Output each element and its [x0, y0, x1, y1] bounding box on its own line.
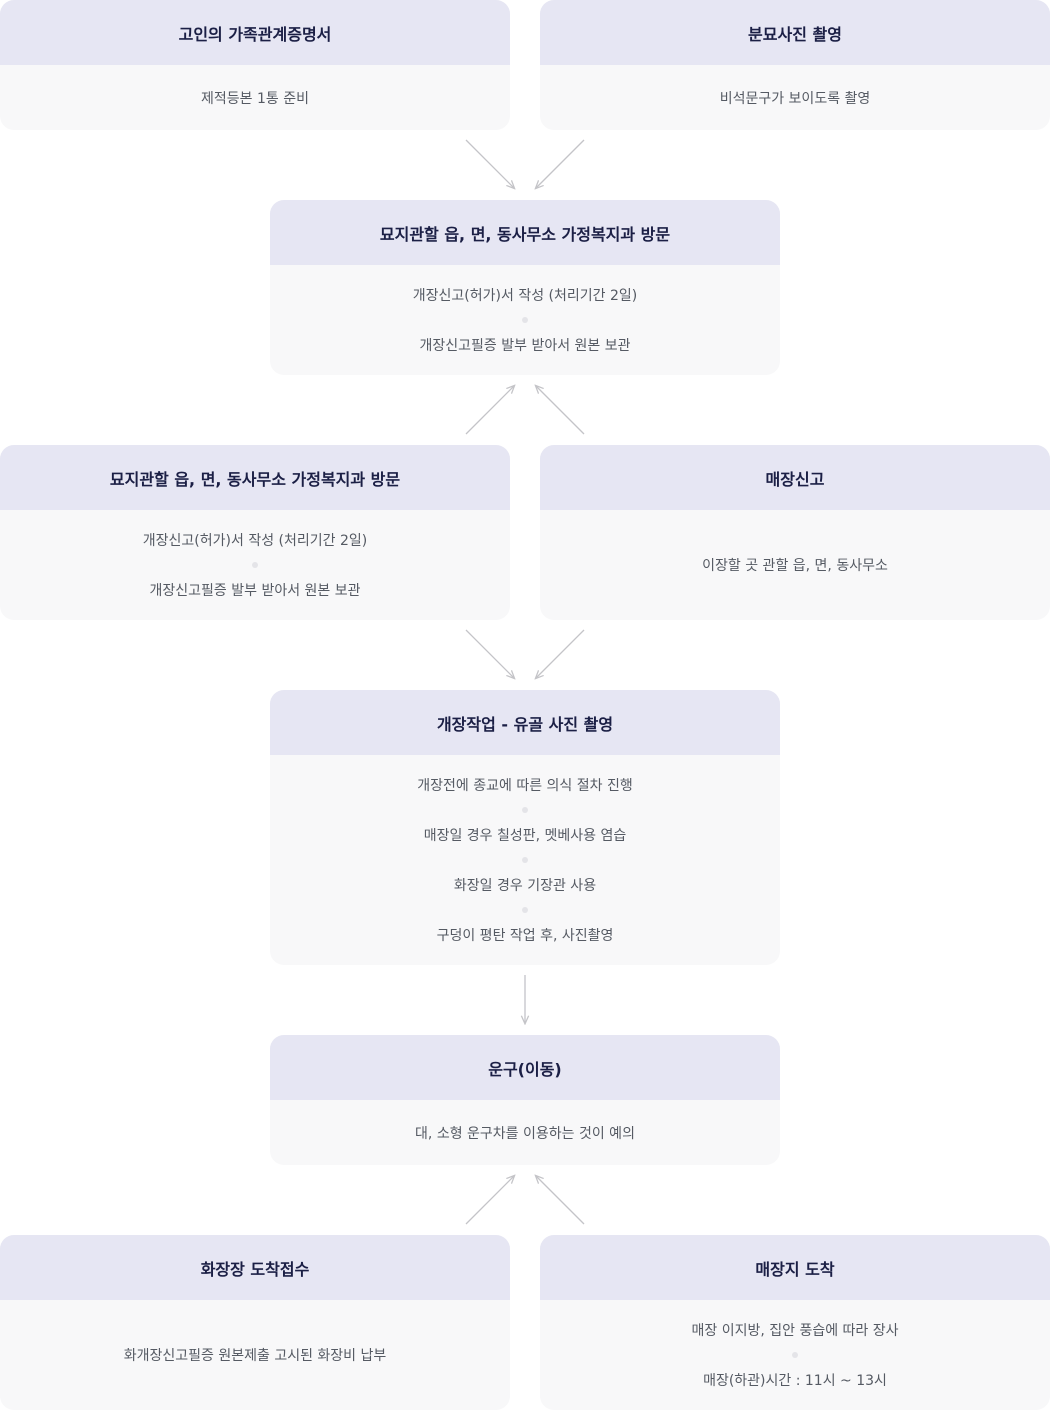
step-crematorium-card: 화장장 도착접수 화개장신고필증 원본제출 고시된 화장비 납부 [0, 1235, 510, 1410]
step-line: 매장일 경우 칠성판, 멧베사용 염습 [423, 828, 627, 844]
separator-dot [522, 807, 528, 813]
arrow-burialsite-to-transport [536, 1176, 585, 1225]
step-line: 개장신고(허가)서 작성 (처리기간 2일) [142, 533, 368, 549]
step-grave-photo-card: 분묘사진 촬영 비석문구가 보이도록 촬영 [540, 0, 1050, 130]
arrow-family-to-office [465, 139, 514, 188]
step-body: 화개장신고필증 원본제출 고시된 화장비 납부 [0, 1300, 510, 1410]
arrow-photo-to-office [536, 139, 585, 188]
step-title: 운구(이동) [270, 1035, 780, 1100]
step-line: 개장신고필증 발부 받아서 원본 보관 [419, 338, 631, 354]
step-title: 분묘사진 촬영 [540, 0, 1050, 65]
step-burial-site-card: 매장지 도착 매장 이지방, 집안 풍습에 따라 장사 매장(하관)시간 : 1… [540, 1235, 1050, 1410]
step-title: 개장작업 - 유골 사진 촬영 [270, 690, 780, 755]
arrow-report-to-office1 [536, 386, 585, 435]
separator-dot [522, 857, 528, 863]
line-separator [522, 850, 528, 870]
line-separator [792, 1345, 798, 1365]
step-line: 화장일 경우 기장관 사용 [453, 878, 597, 894]
step-line: 매장(하관)시간 : 11시 ~ 13시 [703, 1373, 887, 1389]
arrow-office2-to-exhumation [465, 629, 514, 678]
line-separator [522, 310, 528, 330]
step-exhumation-card: 개장작업 - 유골 사진 촬영 개장전에 종교에 따른 의식 절차 진행 매장일… [270, 690, 780, 965]
step-body: 개장신고(허가)서 작성 (처리기간 2일) 개장신고필증 발부 받아서 원본 … [270, 265, 780, 375]
step-body: 제적등본 1통 준비 [0, 65, 510, 130]
arrow-report-to-exhumation [536, 629, 585, 678]
step-line: 이장할 곳 관할 읍, 면, 동사무소 [702, 558, 888, 574]
step-line: 개장신고필증 발부 받아서 원본 보관 [149, 583, 361, 599]
step-transport-card: 운구(이동) 대, 소형 운구차를 이용하는 것이 예의 [270, 1035, 780, 1165]
step-line: 개장신고(허가)서 작성 (처리기간 2일) [412, 288, 638, 304]
arrow-office2-to-office1 [465, 386, 514, 435]
step-body: 대, 소형 운구차를 이용하는 것이 예의 [270, 1100, 780, 1165]
step-title: 고인의 가족관계증명서 [0, 0, 510, 65]
step-body: 비석문구가 보이도록 촬영 [540, 65, 1050, 130]
step-body: 매장 이지방, 집안 풍습에 따라 장사 매장(하관)시간 : 11시 ~ 13… [540, 1300, 1050, 1410]
step-title: 매장지 도착 [540, 1235, 1050, 1300]
step-title: 매장신고 [540, 445, 1050, 510]
step-line: 비석문구가 보이도록 촬영 [719, 90, 871, 107]
step-line: 제적등본 1통 준비 [201, 90, 309, 107]
separator-dot [522, 317, 528, 323]
step-title: 화장장 도착접수 [0, 1235, 510, 1300]
step-line: 화개장신고필증 원본제출 고시된 화장비 납부 [123, 1348, 387, 1364]
separator-dot [792, 1352, 798, 1358]
line-separator [252, 555, 258, 575]
line-separator [522, 800, 528, 820]
step-title: 묘지관할 읍, 면, 동사무소 가정복지과 방문 [0, 445, 510, 510]
step-visit-office-1-card: 묘지관할 읍, 면, 동사무소 가정복지과 방문 개장신고(허가)서 작성 (처… [270, 200, 780, 375]
step-line: 구덩이 평탄 작업 후, 사진촬영 [436, 928, 614, 944]
step-body: 개장전에 종교에 따른 의식 절차 진행 매장일 경우 칠성판, 멧베사용 염습… [270, 755, 780, 965]
step-body: 개장신고(허가)서 작성 (처리기간 2일) 개장신고필증 발부 받아서 원본 … [0, 510, 510, 620]
step-burial-report-card: 매장신고 이장할 곳 관할 읍, 면, 동사무소 [540, 445, 1050, 620]
separator-dot [252, 562, 258, 568]
step-family-cert-card: 고인의 가족관계증명서 제적등본 1통 준비 [0, 0, 510, 130]
step-line: 매장 이지방, 집안 풍습에 따라 장사 [691, 1323, 899, 1339]
step-line: 개장전에 종교에 따른 의식 절차 진행 [417, 778, 633, 794]
step-title: 묘지관할 읍, 면, 동사무소 가정복지과 방문 [270, 200, 780, 265]
step-line: 대, 소형 운구차를 이용하는 것이 예의 [415, 1125, 635, 1142]
line-separator [522, 900, 528, 920]
separator-dot [522, 907, 528, 913]
step-body: 이장할 곳 관할 읍, 면, 동사무소 [540, 510, 1050, 620]
arrow-crematorium-to-transport [465, 1176, 514, 1225]
step-visit-office-2-card: 묘지관할 읍, 면, 동사무소 가정복지과 방문 개장신고(허가)서 작성 (처… [0, 445, 510, 620]
